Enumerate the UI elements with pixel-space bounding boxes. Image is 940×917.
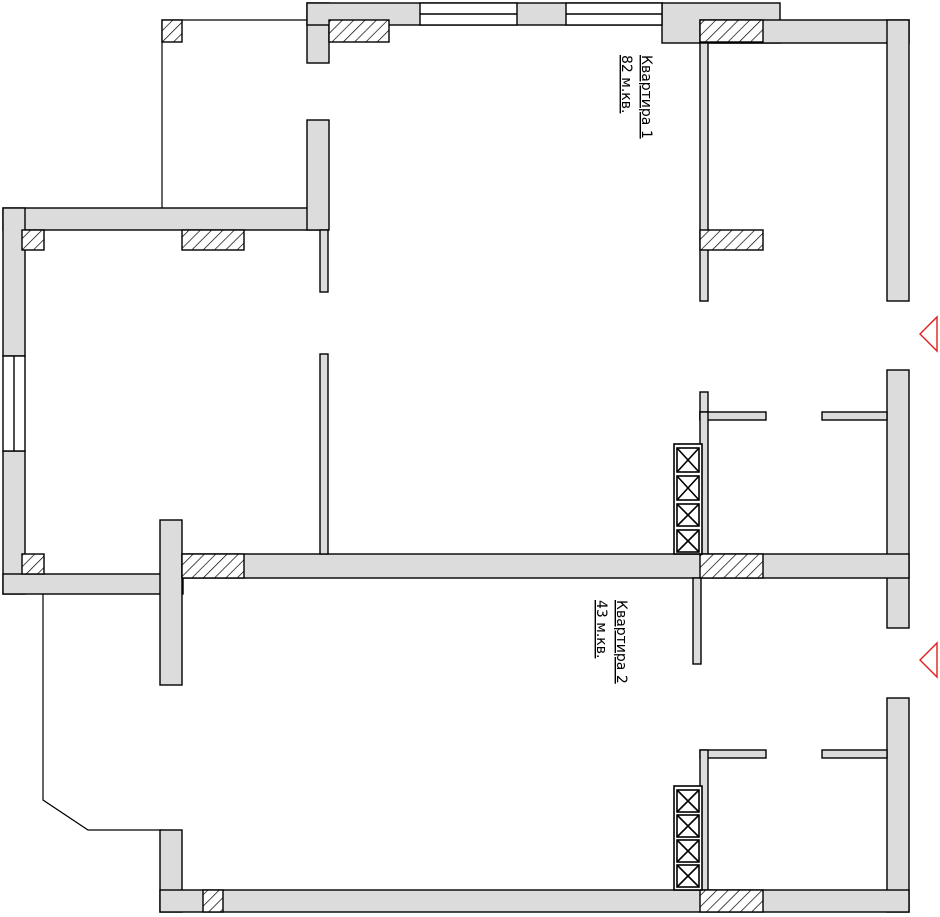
column [21,553,45,575]
walls [2,2,910,913]
column [699,229,764,251]
ventilation-shaft-lower [673,785,703,891]
column [699,889,764,913]
wall-right-upper [886,19,910,302]
apartment-2-label: Квартира 2 43 м.кв. [593,600,629,684]
partition-right-mid-h2 [821,411,888,421]
partition-right-low-h [699,749,767,759]
wall-apartment-divider [181,553,910,579]
column [699,553,764,579]
wall-bottom [159,889,910,913]
wall-left-top [2,207,329,231]
partition-right-upper [699,42,709,302]
apartment-1-name: Квартира 1 [638,55,654,139]
wall-right-lower [886,697,910,913]
wall-right-middle [886,369,910,629]
entrance-marker-icon [919,315,938,353]
partition-divider-lower [692,577,702,665]
partition-right-low-h2 [821,749,888,759]
windows [2,2,663,452]
upper-balcony-outline [161,19,307,210]
wall-column-lower-left [159,519,183,686]
wall-left-stub-top [306,119,330,231]
column [699,19,764,43]
column [181,229,245,251]
apartment-1-area: 82 м.кв. [618,55,634,113]
lower-balcony-outline [42,594,162,831]
apartment-2-name: Квартира 2 [613,600,629,684]
apartment-1-label: Квартира 1 82 м.кв. [618,55,654,139]
partitions [319,42,888,891]
column [161,19,183,43]
column [181,553,245,579]
column [21,229,45,251]
partition-right-mid-h [699,411,767,421]
column [328,19,390,43]
apartment-2-area: 43 м.кв. [593,600,609,658]
balcony-outline-lines [42,19,307,831]
columns [21,19,764,913]
partition-left-lower [319,353,329,555]
partition-left-upper [319,229,329,293]
column [202,889,224,913]
entrance-marker-icon [919,641,938,679]
wall-left-bottom [2,573,184,595]
ventilation-shaft-upper [673,443,703,555]
